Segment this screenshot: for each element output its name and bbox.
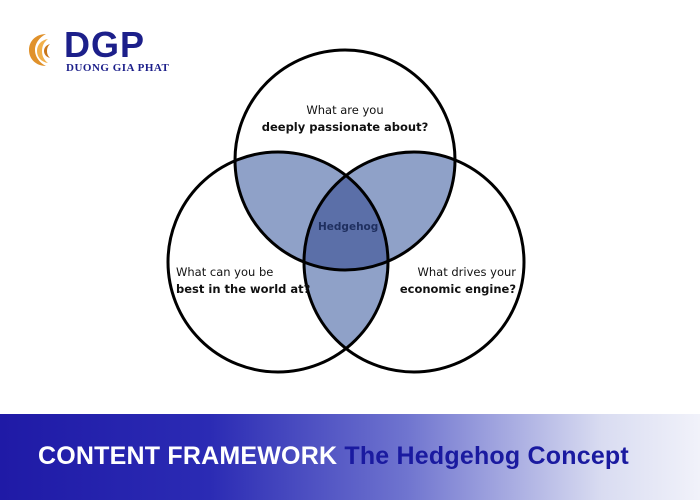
top-circle-label: What are you deeply passionate about? — [256, 102, 434, 136]
right-circle-label: What drives your economic engine? — [396, 264, 516, 298]
logo-swirl-icon — [29, 34, 50, 66]
hedgehog-label: Hedgehog — [318, 221, 379, 233]
overlap-center — [304, 152, 388, 270]
top-circle-line1: What are you — [306, 103, 384, 117]
circle-right — [302, 150, 526, 374]
logo: DGP DUONG GIA PHAT — [26, 26, 196, 76]
title-banner: CONTENT FRAMEWORK The Hedgehog Concept — [0, 414, 700, 500]
right-circle-line1: What drives your — [417, 265, 516, 279]
logo-tagline: DUONG GIA PHAT — [66, 62, 170, 74]
logo-brand: DGP — [64, 24, 146, 65]
circle-left — [166, 150, 390, 374]
banner-title-part2: The Hedgehog Concept — [344, 442, 629, 470]
banner-title: CONTENT FRAMEWORK The Hedgehog Concept — [38, 442, 629, 471]
banner-title-part1: CONTENT FRAMEWORK — [38, 442, 338, 470]
left-circle-line2: best in the world at? — [176, 282, 311, 296]
right-circle-line2: economic engine? — [399, 282, 516, 296]
top-circle-line2: deeply passionate about? — [261, 120, 429, 134]
left-circle-label: What can you be best in the world at? — [176, 264, 311, 298]
venn-diagram — [166, 48, 526, 374]
left-circle-line1: What can you be — [176, 265, 274, 279]
